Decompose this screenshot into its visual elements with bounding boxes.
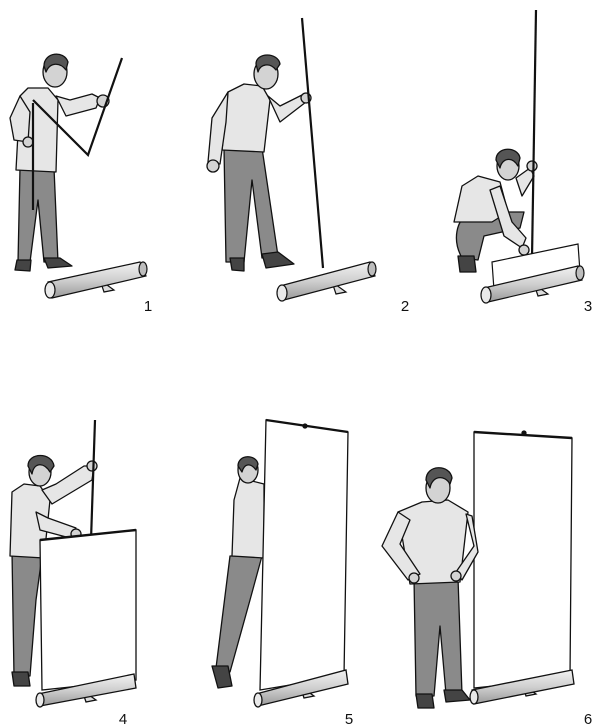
step-number-2: 2: [401, 298, 409, 315]
step-number-6: 6: [584, 711, 592, 728]
step-number-1: 1: [144, 298, 152, 315]
step-1: 1: [10, 54, 152, 315]
banner-6: [470, 431, 574, 704]
step-2: 2: [207, 18, 409, 315]
banner-base-2: [277, 262, 376, 301]
step-3: 3: [454, 10, 592, 315]
banner-5: [254, 420, 348, 707]
crouching-man: [454, 149, 537, 272]
step-4: 4: [10, 420, 136, 728]
step-number-3: 3: [584, 298, 592, 315]
man-behind-banner: [212, 457, 264, 688]
man-holding-folded-pole: [10, 54, 109, 271]
step-5: 5: [212, 420, 353, 728]
man-standing-beside-banner: [382, 468, 478, 708]
step-number-4: 4: [119, 711, 127, 728]
man-holding-extended-pole: [207, 55, 311, 271]
banner-4: [36, 530, 136, 707]
step-6: 6: [382, 431, 592, 728]
extended-pole-3: [532, 10, 536, 258]
step-number-5: 5: [345, 711, 353, 728]
extended-pole-2: [302, 18, 323, 268]
